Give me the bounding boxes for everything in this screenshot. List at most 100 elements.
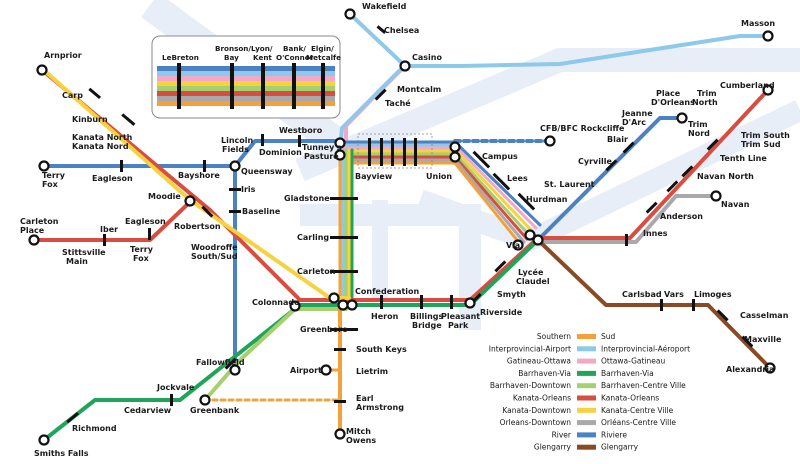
label-bayview: Bayview: [355, 172, 393, 181]
label-richmond: Richmond: [72, 424, 117, 433]
label-iris: Iris: [241, 185, 256, 194]
downtown-inset: LeBreton Bronson/ Bay Lyon/ Kent Bank/ O…: [151, 35, 341, 119]
label-kanata-north: Kanata North: [72, 133, 133, 142]
label-carleton-place: Place: [20, 226, 45, 235]
downtown-ticks: [368, 138, 417, 166]
label-dorleans: D'Orleans: [651, 98, 695, 107]
legend-label-en: River: [552, 430, 572, 439]
line-orleans-downtown: [536, 194, 718, 244]
label-jeanne: Jeanne: [621, 109, 653, 118]
label-blair: Blair: [607, 135, 628, 144]
label-maxville: Maxville: [744, 335, 782, 344]
inset-elgin: Elgin/: [311, 44, 334, 53]
label-iber: Iber: [100, 225, 118, 234]
label-navan: Navan: [721, 200, 750, 209]
station-labels: Wakefield Chelsea Casino Masson Montcalm…: [20, 2, 790, 458]
label-cyrville: Cyrville: [578, 157, 612, 166]
label-terry: Terry: [42, 171, 66, 180]
label-bridge: Bridge: [412, 321, 442, 330]
label-trim-south: Trim South: [741, 131, 790, 140]
label-casselman: Casselman: [740, 311, 789, 320]
legend-swatch: [577, 432, 596, 438]
legend-label-fr: Kanata-Orleans: [601, 394, 659, 403]
line-barrhaven-downtown: [203, 307, 348, 402]
label-tache: Taché: [385, 98, 411, 108]
label-carp: Carp: [62, 91, 83, 100]
inset-oconnor: O'Connor: [276, 53, 314, 62]
line-interprovincial-airport: [348, 12, 770, 68]
inset-bank: Bank/: [283, 44, 306, 53]
label-dominion: Dominion: [259, 148, 302, 157]
downtown-bundle: [340, 140, 457, 165]
downtown-callout: [357, 133, 433, 169]
central-trunk: [338, 148, 354, 307]
label-park: Park: [448, 321, 469, 330]
label-chelsea: Chelsea: [384, 26, 419, 35]
label-montcalm: Montcalm: [397, 85, 441, 94]
label-cumberland: Cumberland: [720, 81, 775, 90]
legend-label-fr: Orléans-Centre Ville: [601, 418, 676, 427]
label-jockvale: Jockvale: [156, 383, 195, 392]
legend-label-fr: Barrhaven-Centre Ville: [601, 381, 686, 390]
inset-bay: Bay: [224, 53, 239, 62]
legend-label-fr: Sud: [601, 332, 616, 341]
label-hurdman: Hurdman: [526, 195, 568, 204]
legend-label-en: Barrhaven-Downtown: [490, 381, 571, 390]
label-robertson: Robertson: [174, 222, 221, 231]
legend-swatch: [577, 395, 596, 401]
label-south-sud: South/Sud: [191, 252, 238, 261]
label-confederation: Confederation: [355, 287, 420, 296]
label-wakefield: Wakefield: [362, 2, 407, 11]
label-mitch: Mitch: [346, 427, 371, 436]
label-carleton-station: Carleton: [297, 267, 336, 276]
label-arnprior: Arnprior: [44, 51, 82, 60]
legend-label-en: Gatineau-Ottawa: [507, 357, 571, 366]
label-place: Place: [656, 89, 681, 98]
label-fox-2: Fox: [133, 254, 150, 263]
label-navan-north: Navan North: [697, 172, 754, 181]
label-kanata-nord: Kanata Nord: [72, 142, 129, 151]
label-gladstone: Gladstone: [284, 194, 330, 203]
label-via: Via: [506, 241, 520, 250]
legend-swatch: [577, 346, 596, 352]
label-tunneys: Tunney's: [302, 143, 342, 152]
label-greenboro: Greenboro: [300, 325, 348, 334]
label-carleton: Carleton: [20, 217, 59, 226]
label-stittsville: Stittsville: [62, 248, 106, 257]
label-lycee: Lycée: [518, 267, 544, 277]
line-glengarry: [536, 238, 772, 370]
label-trim-north-1: Trim: [697, 89, 717, 98]
label-casino: Casino: [412, 53, 442, 62]
inset-bronson: Bronson/: [215, 44, 251, 53]
label-woodroffe: Woodroffe: [191, 243, 238, 252]
legend-label-en: Southern: [537, 332, 571, 341]
label-westboro: Westboro: [279, 126, 323, 135]
label-anderson: Anderson: [660, 212, 703, 221]
station-ticks: [66, 25, 754, 424]
label-smiths-falls: Smiths Falls: [34, 449, 89, 458]
label-earl: Earl: [356, 394, 374, 403]
line-river-south: [42, 164, 237, 372]
label-union: Union: [426, 172, 452, 181]
label-moodie: Moodie: [148, 192, 181, 201]
legend-label-fr: Barrhaven-Via: [601, 369, 654, 378]
label-st-laurent: St. Laurent: [544, 180, 595, 189]
label-billings: Billings: [410, 312, 443, 321]
label-airport: Airport: [290, 366, 322, 375]
inset-lyon: Lyon/: [251, 44, 273, 53]
label-bayshore: Bayshore: [178, 171, 220, 180]
east-bundle: [453, 140, 542, 247]
label-pleasant: Pleasant: [441, 312, 480, 321]
label-lincoln: Lincoln: [221, 136, 254, 145]
label-innes: Innes: [643, 229, 668, 238]
legend-swatch: [577, 407, 596, 413]
label-pasture: Pasture: [304, 152, 339, 161]
inset-lebreton: LeBreton: [162, 53, 199, 62]
label-fields: Fields: [222, 145, 249, 154]
legend-label-en: Orleans-Downtown: [500, 418, 572, 427]
legend-swatch: [577, 444, 596, 450]
line-river-west: [233, 139, 342, 168]
label-eagleson: Eagleson: [92, 174, 133, 183]
